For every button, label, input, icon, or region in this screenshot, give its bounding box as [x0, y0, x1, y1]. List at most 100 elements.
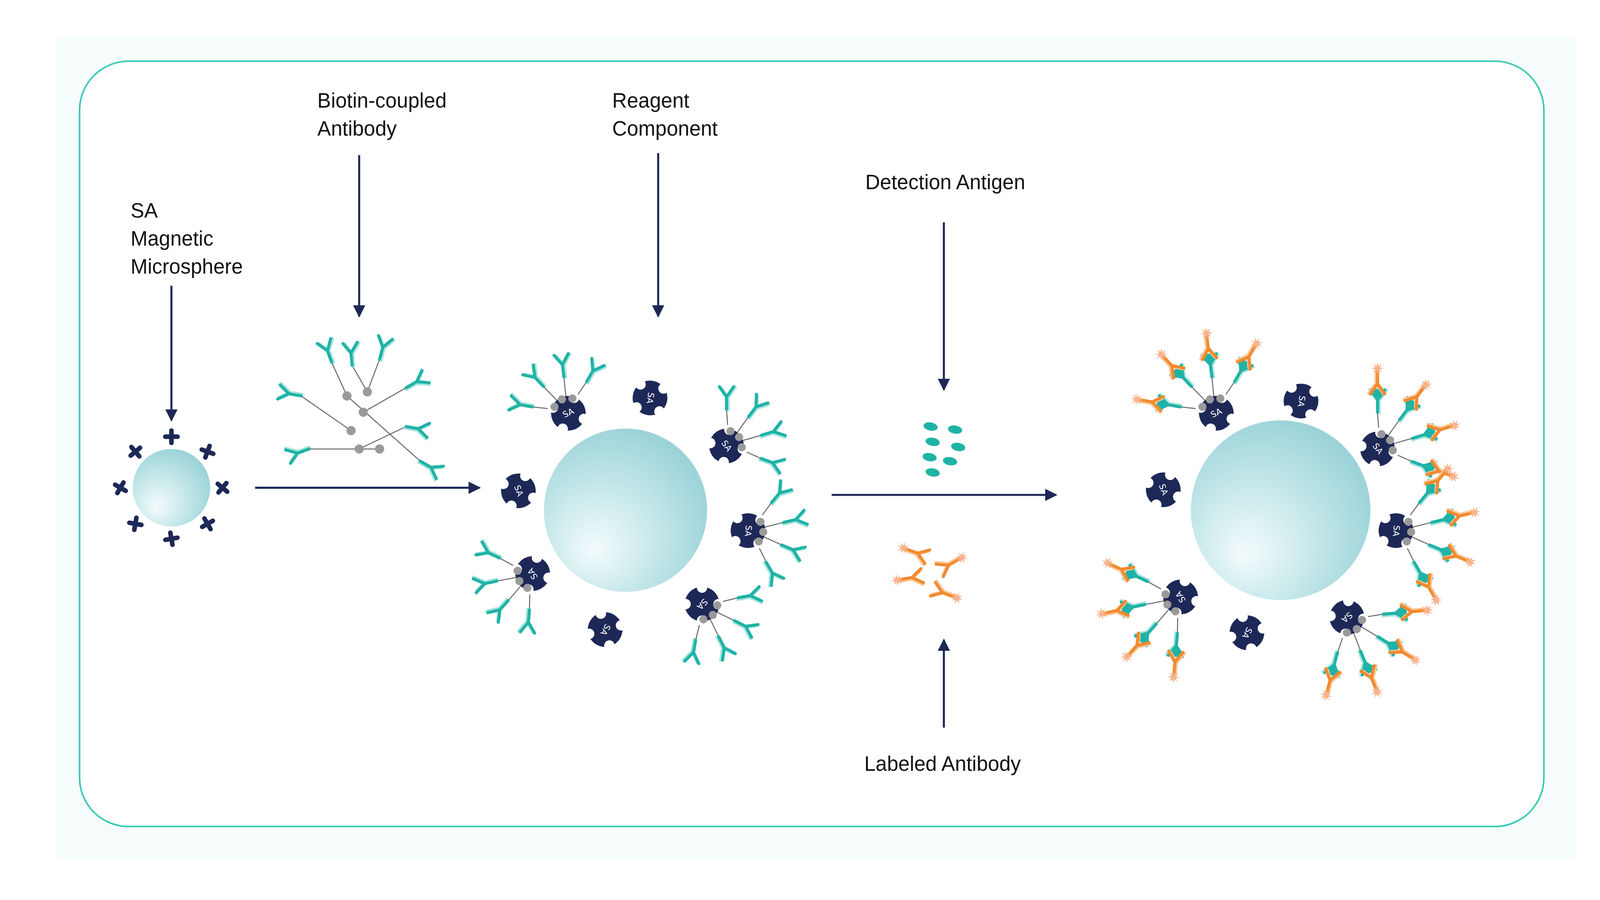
label-star: [1420, 603, 1434, 617]
antibody: [486, 594, 514, 622]
biotin: [1404, 517, 1413, 526]
antibody-stroke: [317, 338, 339, 365]
biotin-linker: [1392, 438, 1413, 445]
labeled-antibody: [894, 539, 930, 565]
sa-notch: [1281, 404, 1294, 417]
biotin-linker: [1410, 522, 1432, 528]
sa-notch: [657, 382, 670, 395]
generated-art: [112, 326, 1482, 704]
biotin: [513, 566, 522, 575]
antibody-stroke: [898, 568, 924, 587]
antibody-stroke: [930, 582, 957, 604]
sa-notch: [530, 550, 545, 565]
sa-body: [1141, 467, 1186, 512]
sa-notch: [1379, 512, 1391, 524]
streptavidin: [1141, 467, 1186, 512]
antibody-stroke: [778, 538, 806, 561]
callout-label: Detection Antigen: [865, 168, 1026, 197]
biotin: [1161, 590, 1170, 598]
sa-cross: [214, 479, 232, 497]
antibody-stroke: [742, 394, 768, 421]
biotin: [568, 394, 577, 403]
biotin: [1377, 430, 1386, 438]
sa-body: [1156, 573, 1204, 621]
streptavidin: [1156, 573, 1204, 621]
sa-notch: [703, 436, 718, 451]
antibody-stroke: [1360, 665, 1383, 692]
labeled-antibody: [1166, 651, 1185, 684]
biotin: [346, 426, 356, 436]
biotin-linker: [741, 435, 762, 442]
sa-cross: [164, 531, 179, 546]
labeled-antibody: [1368, 362, 1385, 394]
labeled-antibody: [1150, 344, 1184, 379]
sa-notch: [541, 570, 556, 586]
antibody: [404, 419, 430, 439]
antibody: [730, 614, 758, 639]
biotin: [1352, 624, 1361, 633]
antibody-stroke: [520, 609, 537, 634]
label-star: [1152, 345, 1170, 363]
sa-notch: [582, 626, 597, 642]
streptavidin: [581, 606, 629, 654]
sa-notch: [630, 401, 643, 414]
biotin: [550, 402, 559, 411]
biotin-linker: [1191, 386, 1206, 402]
antibody-stroke: [1448, 506, 1474, 526]
sa-notch: [752, 537, 764, 549]
sa-mini: [112, 479, 129, 496]
biotin-linker: [762, 536, 782, 545]
sa-notch: [716, 454, 731, 470]
biotin-linker: [709, 617, 719, 637]
sa-notch: [1255, 621, 1270, 636]
process-arrow: [255, 486, 480, 489]
label-star: [1417, 376, 1435, 394]
sa-notch: [593, 606, 608, 621]
label-star: [1099, 554, 1116, 572]
sa-notch: [496, 477, 510, 491]
antibody: [719, 386, 736, 410]
biotin-linker: [301, 396, 352, 431]
sa-notch: [1285, 381, 1298, 394]
sa-label: SA: [743, 524, 753, 537]
antibody: [683, 638, 703, 664]
antibody-stroke: [759, 421, 786, 442]
sa-notch: [1189, 594, 1204, 609]
antigen: [924, 467, 941, 478]
labeled-antibody: [1390, 639, 1426, 670]
antibody-stroke: [760, 558, 784, 586]
biotin: [734, 433, 743, 442]
sa-notch: [1402, 514, 1414, 526]
sa-notch: [1356, 611, 1371, 627]
antigen: [922, 421, 939, 432]
sa-notch: [1386, 444, 1401, 459]
sa-notch: [722, 422, 737, 437]
label-star: [1318, 687, 1334, 703]
sa-notch: [567, 390, 582, 405]
biotin-linker: [564, 376, 566, 398]
biotin-linker: [1359, 626, 1378, 637]
labeled-antibody: [1424, 458, 1458, 493]
antibody-stroke: [372, 335, 393, 361]
sa-cross: [165, 430, 178, 444]
antibody-stroke: [342, 342, 359, 366]
antibody-shade: [477, 540, 504, 564]
antibody-stroke: [554, 353, 571, 378]
antibody: [508, 394, 535, 414]
antigen: [950, 441, 966, 452]
sa-notch: [1141, 476, 1155, 490]
sa-notch: [1308, 385, 1321, 398]
antibody-stroke: [1320, 668, 1340, 694]
antibody-stroke: [402, 370, 429, 394]
sa-cross: [112, 479, 129, 496]
labeled-antibody: [1117, 633, 1150, 668]
label-star: [1130, 392, 1144, 406]
sa-cross: [126, 443, 144, 461]
labeled-antibody: [930, 581, 966, 607]
biotin-linker: [543, 386, 558, 402]
antibody-shade: [730, 615, 757, 639]
antibody-stroke: [712, 633, 736, 660]
antibody-stroke: [766, 480, 792, 508]
streptavidin: [1280, 380, 1321, 421]
sa-body: [1193, 390, 1240, 437]
